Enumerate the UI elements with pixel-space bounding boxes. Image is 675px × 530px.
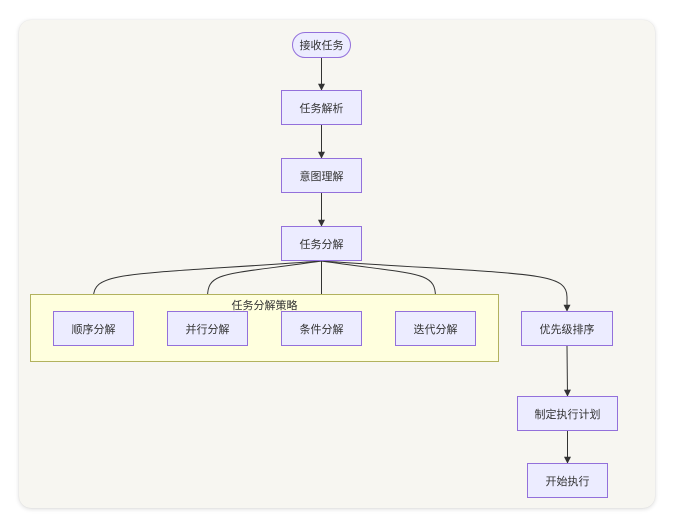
node-make-execution-plan: 制定执行计划 <box>517 396 618 431</box>
node-receive-task: 接收任务 <box>292 32 351 58</box>
edge-priority-sorting-to-make-execution-plan <box>563 345 571 397</box>
node-conditional-decomposition: 条件分解 <box>281 311 362 346</box>
node-sequential-decomposition: 顺序分解 <box>53 311 134 346</box>
node-priority-sorting: 优先级排序 <box>521 311 613 346</box>
node-intent-understanding: 意图理解 <box>281 158 362 193</box>
node-start-execution: 开始执行 <box>527 463 608 498</box>
edge-task-decomposition-to-priority-sorting <box>321 260 571 312</box>
node-iterative-decomposition: 迭代分解 <box>395 311 476 346</box>
node-task-parsing: 任务解析 <box>281 90 362 125</box>
edge-task-decomposition-to-sequential-decomposition <box>90 260 322 312</box>
node-task-decomposition: 任务分解 <box>281 226 362 261</box>
cluster-title: 任务分解策略 <box>231 299 298 312</box>
node-parallel-decomposition: 并行分解 <box>167 311 248 346</box>
